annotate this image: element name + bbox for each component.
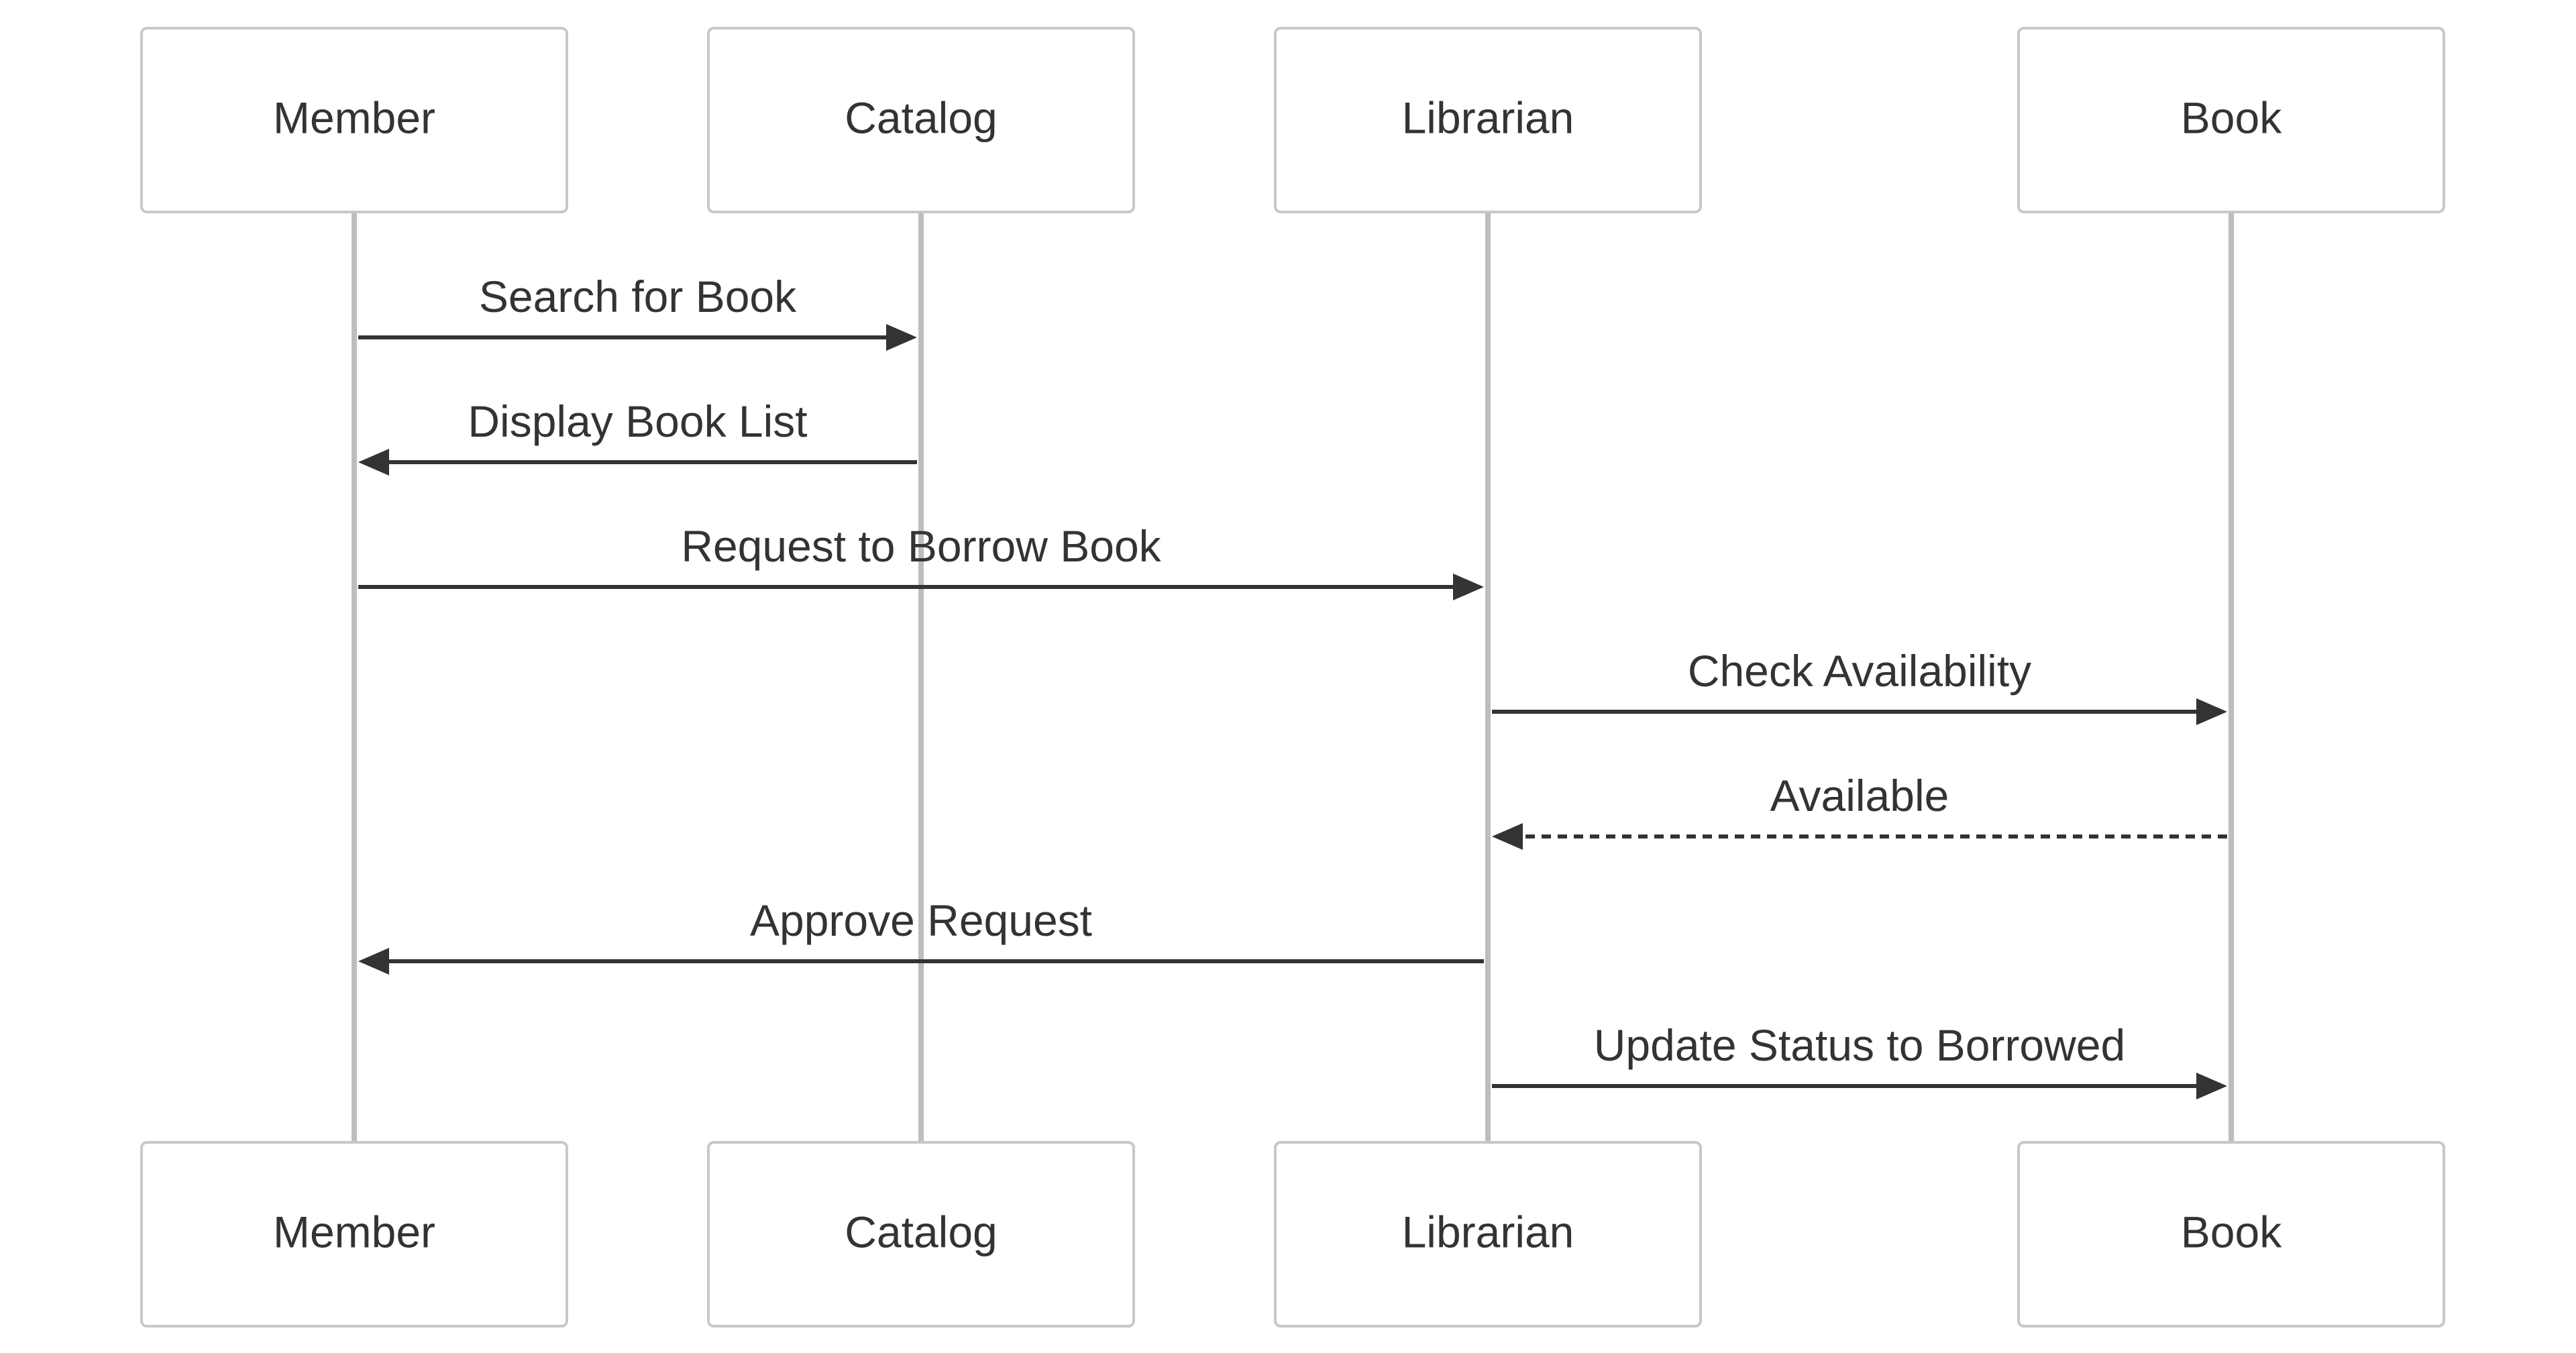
actor-member-bottom: Member <box>140 1141 568 1328</box>
actor-librarian-top: Librarian <box>1274 27 1702 213</box>
message-label: Search for Book <box>479 272 797 321</box>
actor-label: Catalog <box>845 1207 998 1256</box>
message-4: Check Availability <box>1492 646 2227 725</box>
message-label: Approve Request <box>750 896 1092 945</box>
actors-bottom: Member Catalog Librarian Book <box>140 1141 2445 1328</box>
actor-catalog-top: Catalog <box>707 27 1135 213</box>
message-5: Available <box>1492 771 2227 850</box>
message-label: Display Book List <box>468 396 807 446</box>
arrowhead-icon <box>358 449 389 476</box>
actor-book-bottom: Book <box>2017 1141 2445 1328</box>
message-label: Available <box>1770 771 1949 820</box>
actor-box <box>707 1141 1135 1328</box>
actor-label: Catalog <box>845 93 998 142</box>
message-label: Request to Borrow Book <box>681 521 1161 571</box>
actors-top: Member Catalog Librarian Book <box>140 27 2445 213</box>
message-2: Display Book List <box>358 396 917 476</box>
actor-box <box>707 27 1135 213</box>
actor-label: Member <box>273 1207 435 1256</box>
actor-member-top: Member <box>140 27 568 213</box>
actor-catalog-bottom: Catalog <box>707 1141 1135 1328</box>
actor-label: Librarian <box>1402 1207 1574 1256</box>
message-6: Approve Request <box>358 896 1484 975</box>
message-7: Update Status to Borrowed <box>1492 1020 2227 1099</box>
arrowhead-icon <box>1453 574 1484 600</box>
arrowhead-icon <box>1492 823 1523 850</box>
message-3: Request to Borrow Book <box>358 521 1484 600</box>
message-label: Check Availability <box>1688 646 2031 696</box>
message-1: Search for Book <box>358 272 917 351</box>
actor-label: Book <box>2181 93 2282 142</box>
actor-box <box>140 27 568 213</box>
actor-label: Book <box>2181 1207 2282 1256</box>
actor-box <box>2017 27 2445 213</box>
actor-label: Librarian <box>1402 93 1574 142</box>
actor-box <box>140 1141 568 1328</box>
actor-label: Member <box>273 93 435 142</box>
arrowhead-icon <box>2196 698 2227 725</box>
actor-librarian-bottom: Librarian <box>1274 1141 1702 1328</box>
actor-box <box>2017 1141 2445 1328</box>
arrowhead-icon <box>358 948 389 975</box>
actor-book-top: Book <box>2017 27 2445 213</box>
message-label: Update Status to Borrowed <box>1594 1020 2125 1070</box>
actor-box <box>1274 1141 1702 1328</box>
lifelines <box>352 212 2234 1142</box>
arrowhead-icon <box>886 324 917 351</box>
arrowhead-icon <box>2196 1073 2227 1099</box>
actor-box <box>1274 27 1702 213</box>
